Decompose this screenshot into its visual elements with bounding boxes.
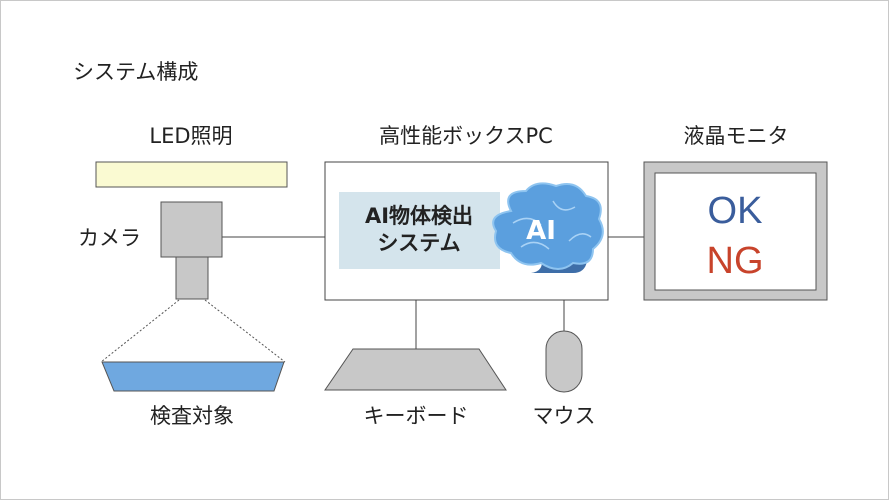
mouse-label: マウス (533, 404, 596, 428)
led-label: LED照明 (149, 124, 232, 148)
ok-text: OK (708, 190, 763, 232)
camera-view-right (204, 299, 286, 363)
camera-view-left (100, 299, 180, 363)
inspection-target-tray (101, 361, 285, 392)
brain-shape (492, 182, 604, 270)
brain-circuit-lines (512, 200, 592, 250)
monitor-label: 液晶モニタ (684, 124, 789, 148)
keyboard-label: キーボード (364, 404, 469, 428)
camera-label: カメラ (78, 226, 141, 250)
led-light-bar (95, 161, 288, 188)
camera-lens (175, 256, 209, 300)
diagram-title: システム構成 (73, 60, 198, 84)
ai-system-panel (339, 192, 500, 269)
mouse-shape (545, 330, 583, 393)
ai-brain-icon: AI (492, 182, 604, 273)
pc-label: 高性能ボックスPC (379, 124, 553, 148)
ai-badge-text: AI (526, 216, 556, 246)
ng-text: NG (707, 240, 764, 282)
keyboard-shape (324, 348, 507, 391)
monitor-screen (654, 172, 817, 291)
ai-system-line1: AI物体検出 (365, 204, 473, 228)
ai-system-line2: システム (377, 231, 460, 255)
inspection-target-label: 検査対象 (150, 404, 234, 428)
camera-body (160, 201, 223, 258)
